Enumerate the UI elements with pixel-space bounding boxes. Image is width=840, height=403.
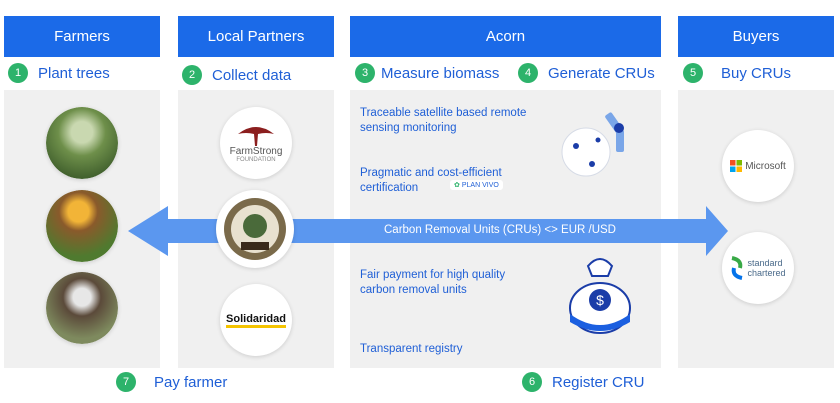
leaf-icon: ✿ <box>454 182 460 189</box>
standard-chartered-name: standard chartered <box>747 258 785 278</box>
step-pay-farmer: 7 Pay farmer <box>116 372 227 392</box>
step-number-badge: 6 <box>522 372 542 392</box>
plan-vivo-logo: ✿ PLAN VIVO <box>450 180 503 190</box>
microsoft-name: Microsoft <box>745 160 786 172</box>
step-label: Pay farmer <box>154 373 228 391</box>
farmstrong-logo: FarmStrong FOUNDATION <box>220 107 292 179</box>
microsoft-logo: Microsoft <box>722 130 794 202</box>
arrow-label: Carbon Removal Units (CRUs) <> EUR /USD <box>384 224 616 236</box>
satellite-globe-icon <box>561 112 624 177</box>
solidaridad-name: Solidaridad <box>226 313 286 328</box>
step-collect-data: 2 Collect data <box>182 65 291 85</box>
header-acorn: Acorn <box>350 16 661 57</box>
microsoft-windows-icon <box>730 160 743 172</box>
step-plant-trees: 1 Plant trees <box>8 63 110 83</box>
plan-vivo-label: PLAN VIVO <box>461 181 499 189</box>
farmer-image <box>46 190 118 262</box>
standard-chartered-logo: standard chartered <box>722 232 794 304</box>
farmer-image <box>46 272 118 344</box>
step-label: Collect data <box>212 66 292 84</box>
farmstrong-sub: FOUNDATION <box>236 156 276 163</box>
header-local-partners: Local Partners <box>178 16 334 57</box>
double-arrow-shape <box>128 206 728 256</box>
money-bag-icon: $ <box>569 258 631 334</box>
step-register-cru: 6 Register CRU <box>522 372 645 392</box>
farmer-photo-1 <box>46 107 118 179</box>
step-number-badge: 7 <box>116 372 136 392</box>
svg-text:$: $ <box>596 292 604 308</box>
step-label: Generate CRUs <box>548 64 655 82</box>
fair-payment-text: Fair payment for high quality carbon rem… <box>360 269 506 296</box>
header-buyers: Buyers <box>678 16 834 57</box>
step-label: Measure biomass <box>381 64 500 82</box>
registry-text: Transparent registry <box>360 343 463 355</box>
standard-chartered-icon <box>732 256 743 280</box>
header-farmers: Farmers <box>4 16 160 57</box>
step-buy-crus: 5 Buy CRUs <box>683 63 791 83</box>
step-number-badge: 5 <box>683 63 703 83</box>
certification-text: Pragmatic and cost-efficient certificati… <box>360 167 502 194</box>
farmer-photo-3 <box>46 272 118 344</box>
farmstrong-name: FarmStrong <box>229 145 283 157</box>
farmer-photo-2 <box>46 190 118 262</box>
step-label: Register CRU <box>552 373 645 391</box>
solidaridad-logo: Solidaridad <box>220 284 292 356</box>
farmer-image <box>46 107 118 179</box>
step-number-badge: 1 <box>8 63 28 83</box>
step-number-badge: 4 <box>518 63 538 83</box>
kaderes-seal-icon <box>224 198 286 260</box>
step-number-badge: 2 <box>182 65 202 85</box>
step-generate-crus: 4 Generate CRUs <box>518 63 655 83</box>
standard-chartered-line-1: standard <box>747 258 783 268</box>
step-number-badge: 3 <box>355 63 375 83</box>
standard-chartered-line-2: chartered <box>747 268 786 278</box>
step-label: Buy CRUs <box>721 64 792 82</box>
remote-sensing-text: Traceable satellite based remote sensing… <box>360 107 527 134</box>
kaderes-logo <box>216 190 294 268</box>
step-measure-biomass: 3 Measure biomass <box>355 63 499 83</box>
step-label: Plant trees <box>38 64 110 82</box>
tree-icon <box>238 126 274 146</box>
